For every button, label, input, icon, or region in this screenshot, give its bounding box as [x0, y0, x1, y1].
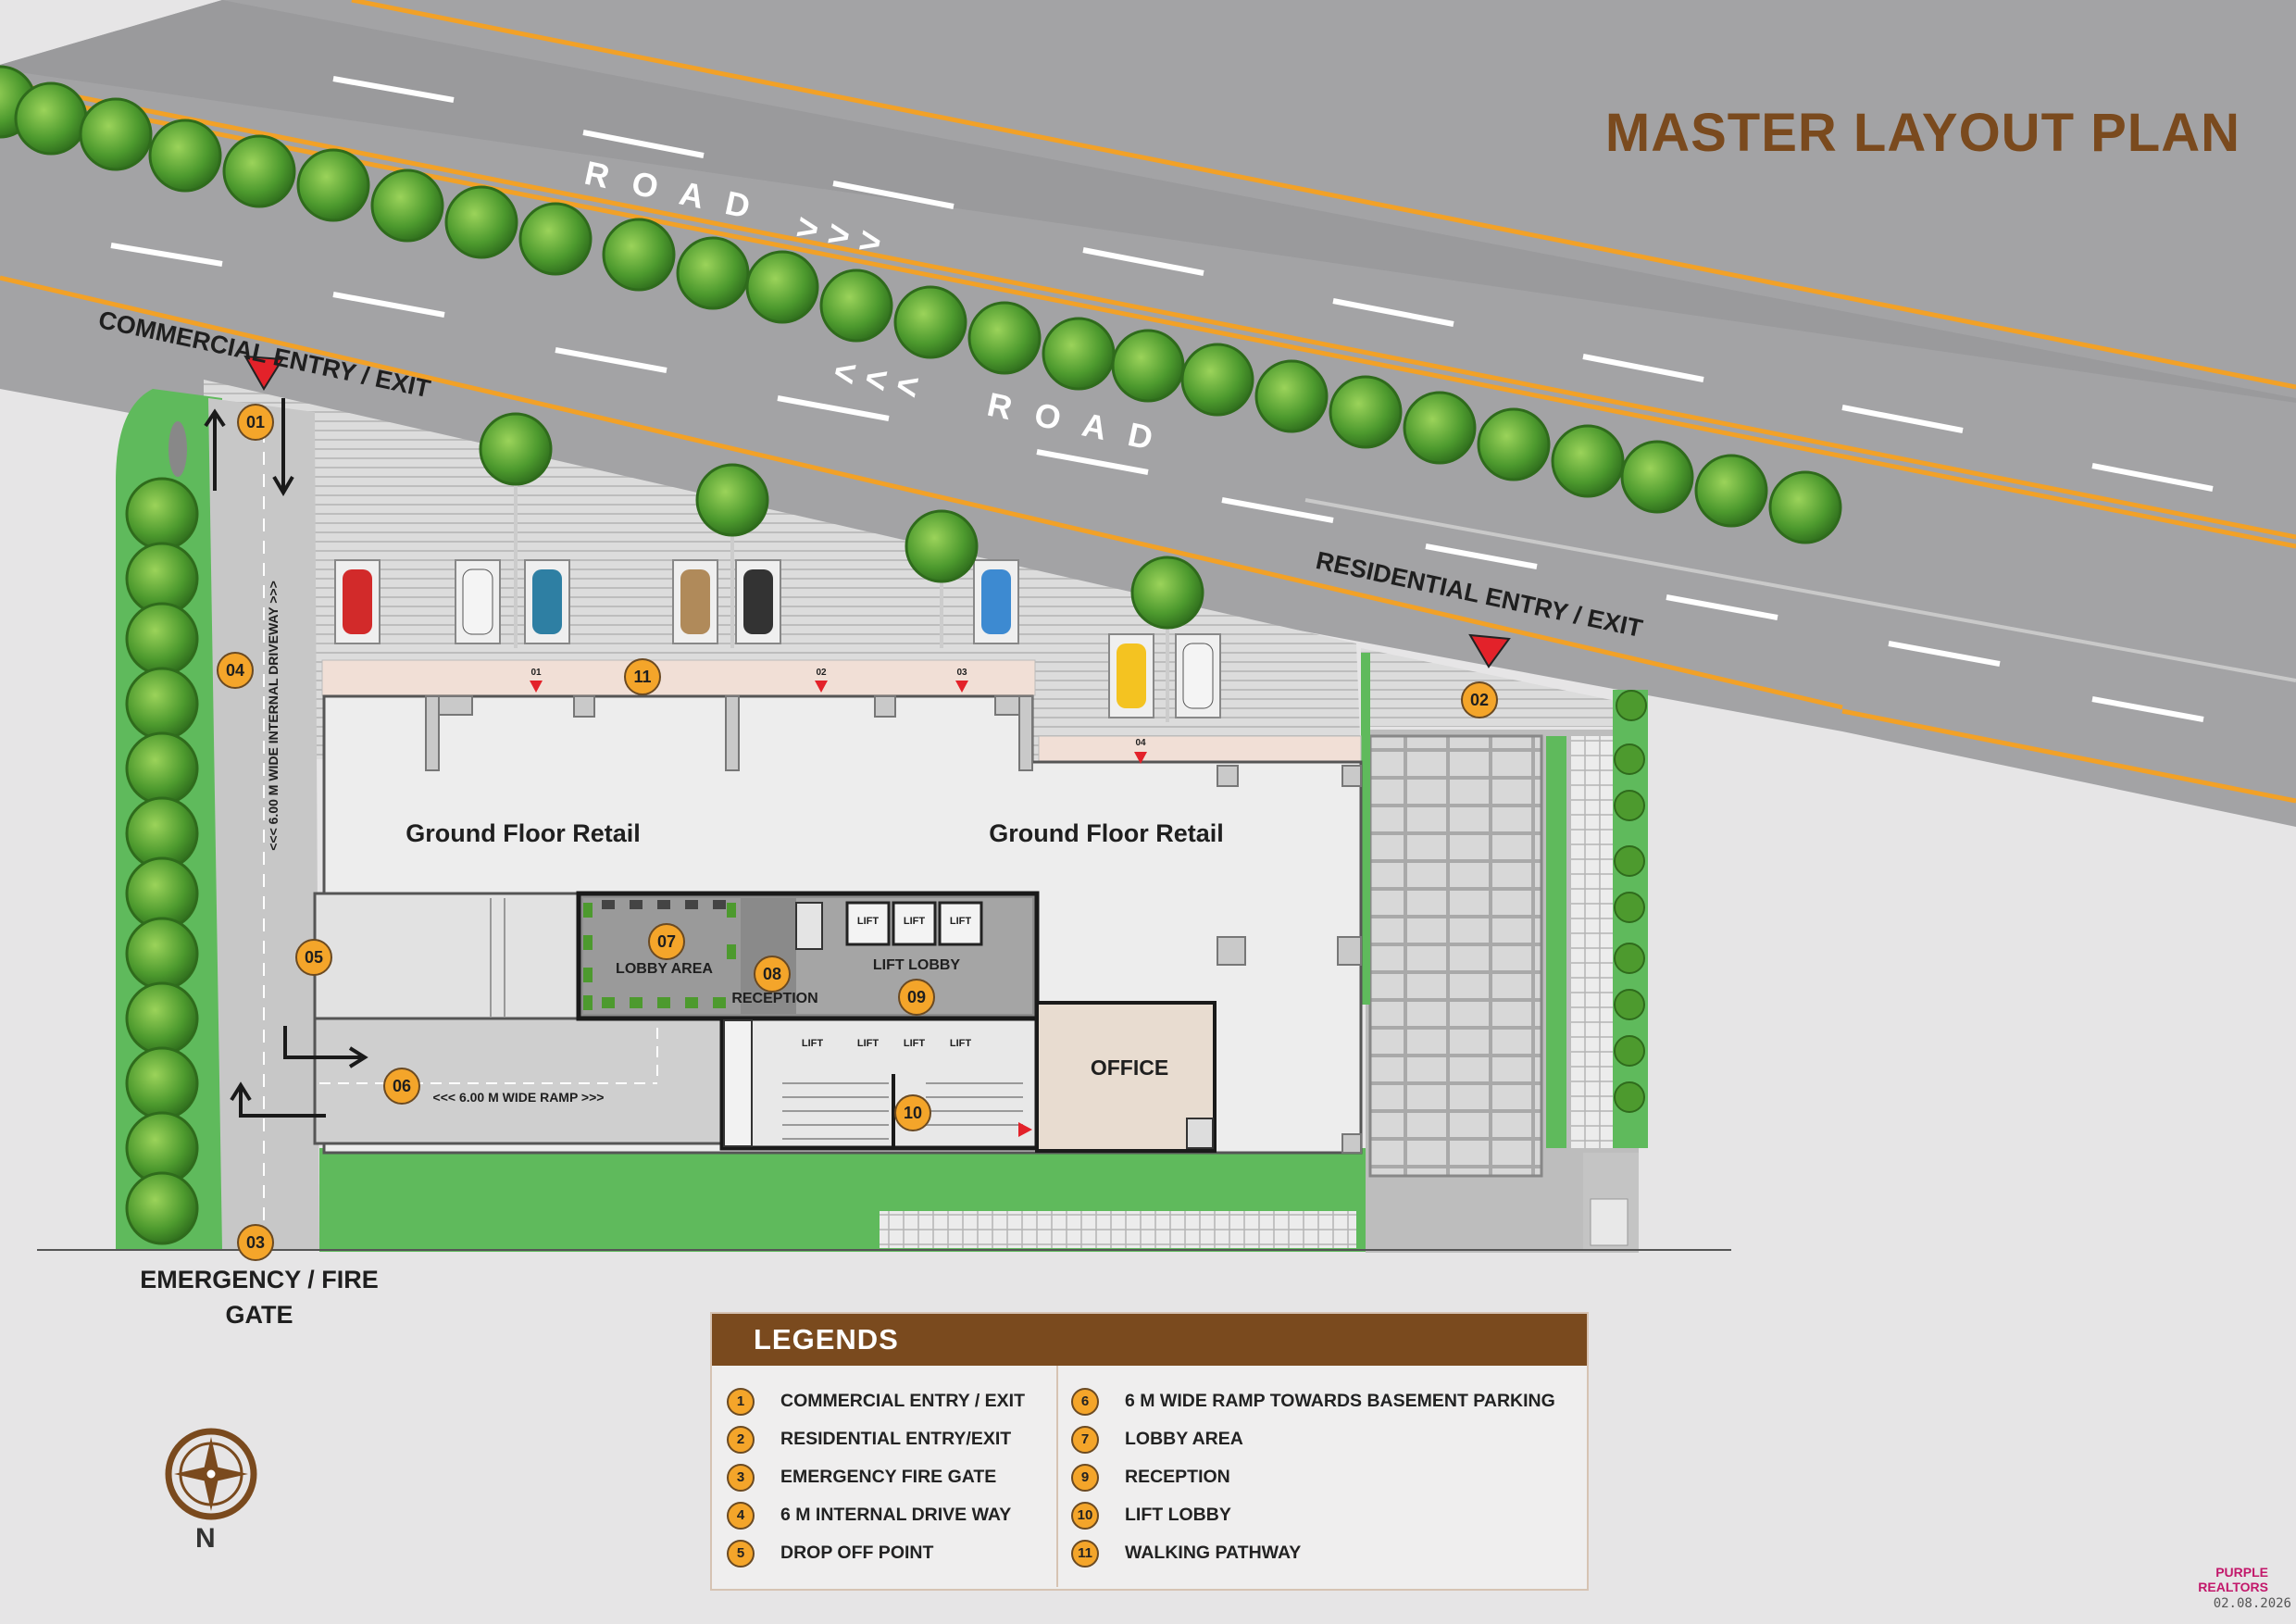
flow-arrows — [204, 398, 368, 1118]
marker-badge: 08 — [754, 956, 791, 993]
lift-label: LIFT — [903, 1038, 926, 1049]
retail-unit-number: 02 — [816, 668, 827, 678]
lift-label: LIFT — [949, 1038, 972, 1049]
legend-text: LIFT LOBBY — [1125, 1505, 1231, 1525]
legend-text: 6 M INTERNAL DRIVE WAY — [780, 1505, 1012, 1525]
legend-text: WALKING PATHWAY — [1125, 1543, 1302, 1563]
marker-badge: 03 — [237, 1224, 274, 1261]
lift-label: LIFT — [856, 1038, 880, 1049]
retail-left-label: Ground Floor Retail — [406, 819, 641, 847]
legend-item: 4 6 M INTERNAL DRIVE WAY — [727, 1496, 1025, 1534]
legend-number: 1 — [727, 1387, 755, 1416]
legend-number: 6 — [1071, 1387, 1099, 1416]
lobby-area-label: LOBBY AREA — [616, 961, 713, 977]
date-stamp: 02.08.2026 — [2213, 1596, 2291, 1611]
legend-panel: LEGENDS 1 COMMERCIAL ENTRY / EXIT 2 RESIDE… — [710, 1312, 1589, 1591]
brand-logo: PURPLE REALTORS — [2198, 1565, 2268, 1594]
legend-item: 3 EMERGENCY FIRE GATE — [727, 1458, 1025, 1496]
legend-number: 3 — [727, 1463, 755, 1492]
marker-badge: 07 — [648, 923, 685, 960]
legend-item: 7 LOBBY AREA — [1071, 1420, 1555, 1458]
legend-body: 1 COMMERCIAL ENTRY / EXIT 2 RESIDENTIAL EN… — [712, 1366, 1587, 1587]
legend-text: 6 M WIDE RAMP TOWARDS BASEMENT PARKING — [1125, 1391, 1555, 1411]
marker-badge: 10 — [894, 1094, 931, 1131]
legend-header: LEGENDS — [712, 1314, 1587, 1366]
page-title: MASTER LAYOUT PLAN — [1604, 103, 2240, 163]
legend-number: 5 — [727, 1539, 755, 1568]
legend-item: 1 COMMERCIAL ENTRY / EXIT — [727, 1382, 1025, 1420]
retail-unit-number: 03 — [956, 668, 967, 678]
legend-number: 7 — [1071, 1425, 1099, 1454]
legend-text: DROP OFF POINT — [780, 1543, 934, 1563]
marker-badge: 01 — [237, 404, 274, 441]
marker-badge: 11 — [624, 658, 661, 695]
legend-item: 10 LIFT LOBBY — [1071, 1496, 1555, 1534]
entry-markers — [243, 355, 1511, 668]
retail-right-label: Ground Floor Retail — [989, 819, 1224, 847]
retail-unit-number: 01 — [530, 668, 542, 678]
marker-badge: 02 — [1461, 681, 1498, 718]
building — [313, 659, 1363, 1155]
marker-badge: 09 — [898, 979, 935, 1016]
legend-text: EMERGENCY FIRE GATE — [780, 1467, 997, 1487]
legend-number: 4 — [727, 1501, 755, 1530]
legend-number: 2 — [727, 1425, 755, 1454]
legend-text: RESIDENTIAL ENTRY/EXIT — [780, 1429, 1012, 1449]
emergency-gate-label-line2: GATE — [225, 1301, 293, 1329]
legend-text: RECEPTION — [1125, 1467, 1230, 1487]
lift-label: LIFT — [856, 916, 880, 927]
legend-divider — [1056, 1366, 1058, 1587]
right-shrubs — [1614, 690, 1647, 1113]
retail-unit-number: 04 — [1135, 738, 1146, 748]
legend-item: 5 DROP OFF POINT — [727, 1534, 1025, 1572]
legend-item: 11 WALKING PATHWAY — [1071, 1534, 1555, 1572]
legend-text: COMMERCIAL ENTRY / EXIT — [780, 1391, 1025, 1411]
reception-label: RECEPTION — [731, 991, 818, 1006]
lift-label: LIFT — [801, 1038, 824, 1049]
parking-bays — [334, 559, 1221, 718]
legend-number: 11 — [1071, 1539, 1099, 1568]
driveway-label: <<< 6.00 M WIDE INTERNAL DRIVEWAY >>> — [266, 581, 281, 851]
marker-badge: 05 — [295, 939, 332, 976]
marker-badge: 06 — [383, 1068, 420, 1105]
legend-item: 9 RECEPTION — [1071, 1458, 1555, 1496]
parking-trees — [479, 412, 1204, 722]
ramp-label: <<< 6.00 M WIDE RAMP >>> — [432, 1090, 605, 1105]
road — [0, 0, 2296, 827]
legend-item: 2 RESIDENTIAL ENTRY/EXIT — [727, 1420, 1025, 1458]
legend-title: LEGENDS — [754, 1323, 899, 1355]
marker-badge: 04 — [217, 652, 254, 689]
legend-item: 6 6 M WIDE RAMP TOWARDS BASEMENT PARKING — [1071, 1382, 1555, 1420]
legend-number: 10 — [1071, 1501, 1099, 1530]
lift-lobby-label: LIFT LOBBY — [872, 957, 961, 973]
legend-column-left: 1 COMMERCIAL ENTRY / EXIT 2 RESIDENTIAL EN… — [727, 1382, 1025, 1572]
north-label: N — [195, 1523, 216, 1554]
legend-number: 9 — [1071, 1463, 1099, 1492]
retail-unit-markers — [530, 681, 1147, 764]
lift-label: LIFT — [903, 916, 926, 927]
legend-text: LOBBY AREA — [1125, 1429, 1243, 1449]
lift-label: LIFT — [949, 916, 972, 927]
north-compass-icon — [165, 1428, 257, 1520]
lane-markings — [110, 76, 2214, 722]
office-label: OFFICE — [1090, 1056, 1169, 1080]
driveway-trees — [125, 421, 199, 1245]
emergency-gate-label-line1: EMERGENCY / FIRE — [140, 1266, 379, 1293]
